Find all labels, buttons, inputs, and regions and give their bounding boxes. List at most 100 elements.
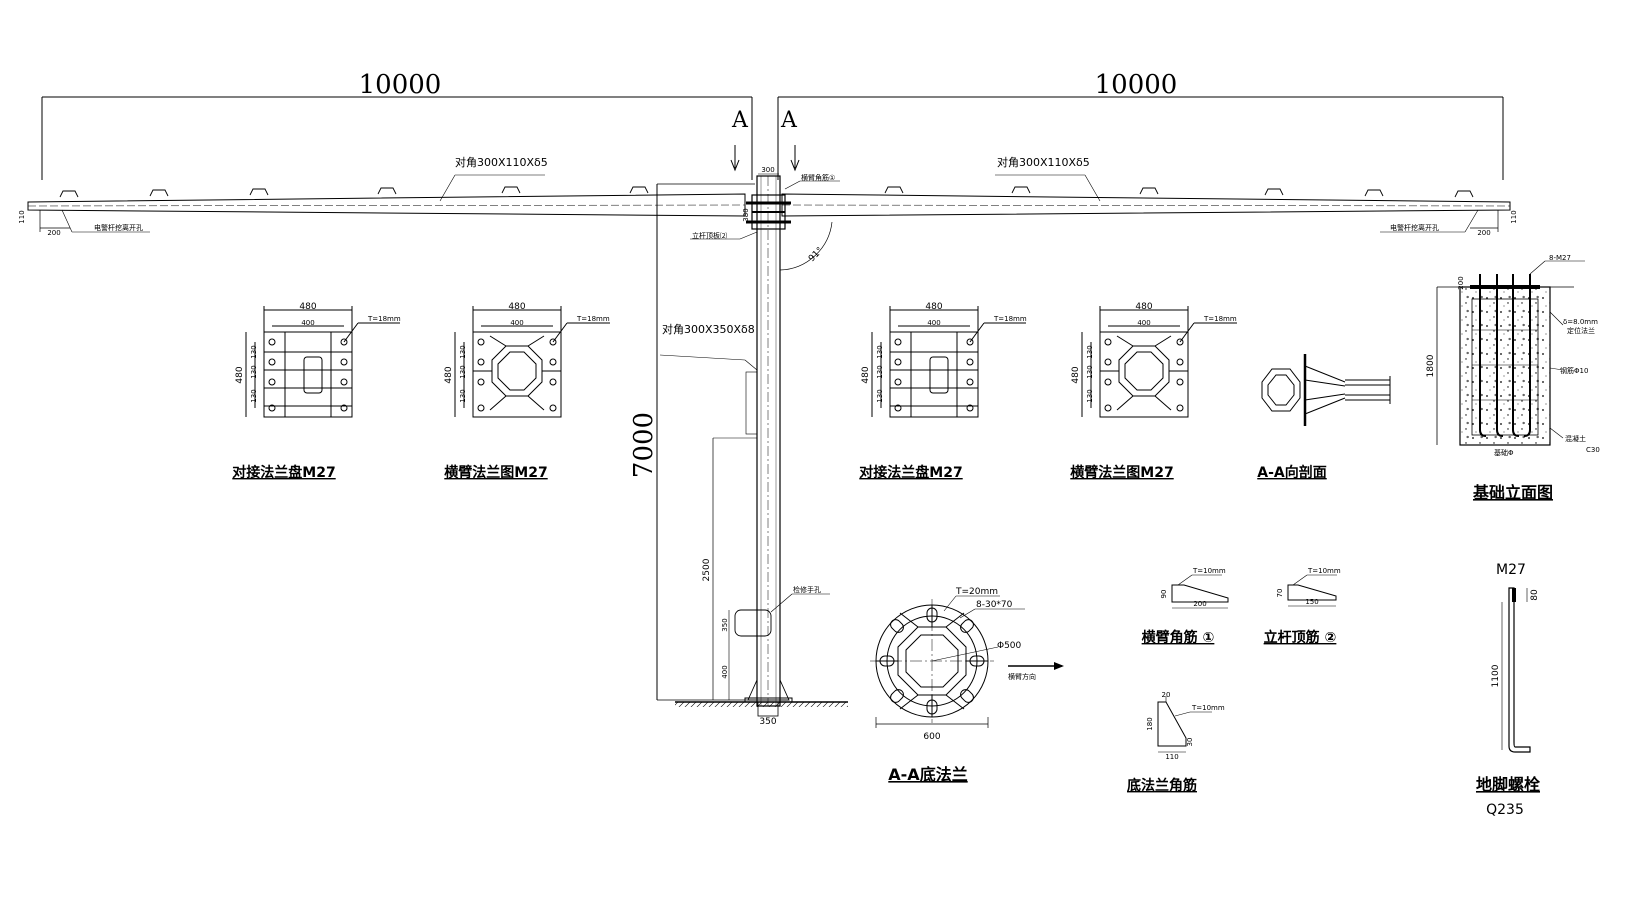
ground-line [675, 701, 848, 707]
span-dimension-left: 10000 [41, 70, 753, 180]
base-stiffener-title: 底法兰角筋 [1127, 777, 1197, 794]
section-marker-left: A [730, 108, 749, 172]
base-flange-dia: Φ500 [997, 641, 1022, 651]
butt-flange-r1: 130 [250, 345, 258, 358]
arm-flange-title-left: 横臂法兰图M27 [444, 464, 547, 481]
arm-stiffener-thk: T=10mm [1192, 567, 1226, 575]
butt-flange-thk: T=18mm [367, 315, 401, 323]
arm-flange-right-r2: 130 [1086, 365, 1094, 378]
base-flange-thk: T=20mm [955, 587, 998, 597]
arm-end-h-left: 110 [18, 210, 26, 223]
butt-flange-right-thk: T=18mm [993, 315, 1027, 323]
butt-flange-right-w400: 400 [927, 319, 940, 327]
door-height-label: 2500 [702, 558, 712, 581]
foundation-top: 200 [1457, 276, 1465, 289]
foundation-plate2: 定位法兰 [1567, 326, 1595, 335]
door-width-label: 350 [721, 618, 729, 631]
arm-flange-right-r1: 130 [1086, 345, 1094, 358]
base-flange-holes: 8-30*70 [976, 600, 1013, 610]
foundation-bottom: 基础Φ [1494, 448, 1514, 457]
butt-flange-right-h480: 480 [861, 366, 871, 383]
foundation-bolts: 8-M27 [1549, 254, 1571, 262]
foundation-plate: δ=8.0mm [1563, 318, 1598, 326]
anchor-bolt-title: 地脚螺栓 [1476, 775, 1541, 794]
butt-flange-h480: 480 [235, 366, 245, 383]
base-flange-text: T=20mm 8-30*70 Φ500 600 横臂方向 A-A底法兰 [888, 587, 1064, 784]
pole-section-label: 对角300X350Xδ8 [662, 322, 755, 336]
foundation-concrete: 混凝土 [1565, 434, 1586, 443]
anchor-bolt: M27 80 1100 地脚螺栓 Q235 [1476, 562, 1541, 818]
butt-flange-title-left: 对接法兰盘M27 [232, 464, 335, 481]
arm-flange-right-w480: 480 [1135, 302, 1152, 312]
arm-flange-right-w400: 400 [1137, 319, 1150, 327]
arm-end-h-right: 110 [1510, 210, 1518, 223]
butt-flange-r3: 130 [250, 389, 258, 402]
pole-stiffener-detail: T=10mm 70 150 立杆顶筋 ② [1264, 567, 1341, 646]
pole-stiffener-w: 150 [1305, 598, 1318, 606]
arm-flange-left-text: 480 400 T=18mm 480 130 130 130 横臂法兰图M27 [444, 302, 610, 481]
arm-section-right: 对角300X110Xδ5 [997, 155, 1090, 169]
pole: 300 横臂角筋① 立杆顶板⑵ 91° 对角300X350Xδ8 检修手孔 35… [659, 166, 840, 727]
aa-section-title: A-A向剖面 [1257, 464, 1326, 481]
section-marker-right: A [780, 108, 800, 172]
arrow-right-icon [1054, 662, 1064, 670]
base-flange-direction: 横臂方向 [1008, 672, 1036, 681]
arm-flange-r3: 130 [459, 389, 467, 402]
base-flange-width: 600 [923, 732, 940, 742]
span-dimension-right: 10000 [777, 70, 1504, 180]
arm-flange-right-h480: 480 [1071, 366, 1081, 383]
base-stiffener-side: 30 [1186, 738, 1194, 747]
butt-flange-right-r1: 130 [876, 345, 884, 358]
arm-stiffener-detail: T=10mm 90 200 横臂角筋 ① [1142, 567, 1229, 646]
base-flange [870, 595, 1025, 728]
flange-height-label: 380 [742, 208, 750, 221]
base-stiffener-w: 110 [1165, 753, 1178, 761]
butt-flange-w480: 480 [299, 302, 316, 312]
arm-angle: 91° [807, 246, 825, 264]
base-stiffener-top: 20 [1162, 691, 1171, 699]
arm-end-w-left: 200 [47, 229, 60, 237]
arm-flange-r1: 130 [459, 345, 467, 358]
pole-top-width: 300 [761, 166, 774, 174]
arm-flange-right [1081, 306, 1237, 418]
arm-flange-w400: 400 [510, 319, 523, 327]
span-left-label: 10000 [359, 70, 442, 100]
foundation-rebar: 钢筋Φ10 [1560, 366, 1588, 375]
anchor-bolt-size: M27 [1496, 562, 1526, 578]
arm-flange-h480: 480 [444, 366, 454, 383]
base-flange-title: A-A底法兰 [888, 765, 967, 784]
butt-flange-r2: 130 [250, 365, 258, 378]
pole-stiffener-callout: 立杆顶板⑵ [692, 231, 727, 240]
pole-stiffener-title: 立杆顶筋 ② [1264, 629, 1337, 646]
arm-flange-r2: 130 [459, 365, 467, 378]
butt-flange-right-text: 480 400 T=18mm 480 130 130 130 对接法兰盘M27 [859, 302, 1027, 481]
cross-arm-right: 200 110 电警杆挖离开孔 对角300X110Xδ5 [781, 155, 1518, 237]
butt-flange-right-r3: 130 [876, 389, 884, 402]
aa-section-view [1261, 354, 1391, 426]
door-sill-label: 400 [721, 665, 729, 678]
base-stiffener-detail: T=10mm 180 20 30 110 底法兰角筋 [1127, 691, 1225, 794]
arm-stiffener-h: 90 [1160, 590, 1168, 599]
arm-flange-title-right: 横臂法兰图M27 [1070, 464, 1173, 481]
hand-hole-label: 检修手孔 [793, 585, 821, 594]
anchor-bolt-material: Q235 [1486, 802, 1524, 818]
butt-flange-left-text: 480 400 T=18mm 480 130 130 130 对接法兰盘M27 [232, 302, 401, 481]
foundation-title: 基础立面图 [1472, 483, 1553, 502]
butt-flange-w400: 400 [301, 319, 314, 327]
arm-flange-right-text: 480 400 T=18mm 480 130 130 130 横臂法兰图M27 [1070, 302, 1237, 481]
arm-stiffener-title: 横臂角筋 ① [1142, 629, 1215, 646]
arm-flange-right-r3: 130 [1086, 389, 1094, 402]
span-right-label: 10000 [1095, 70, 1178, 100]
arm-section-left: 对角300X110Xδ5 [455, 155, 548, 169]
butt-flange-right-w480: 480 [925, 302, 942, 312]
arm-clamps [59, 186, 1474, 198]
foundation-depth: 1800 [1426, 354, 1436, 377]
anchor-bolt-length: 1100 [1491, 664, 1501, 687]
pole-height-label: 7000 [629, 412, 659, 478]
signal-hole-right: 电警杆挖离开孔 [1390, 223, 1439, 232]
anchor-bolt-thread: 80 [1530, 589, 1540, 601]
signal-hole-left: 电警杆挖离开孔 [94, 223, 143, 232]
pole-height-dimension: 7000 2500 350 400 380 [629, 183, 757, 701]
butt-flange-title-right: 对接法兰盘M27 [859, 464, 962, 481]
